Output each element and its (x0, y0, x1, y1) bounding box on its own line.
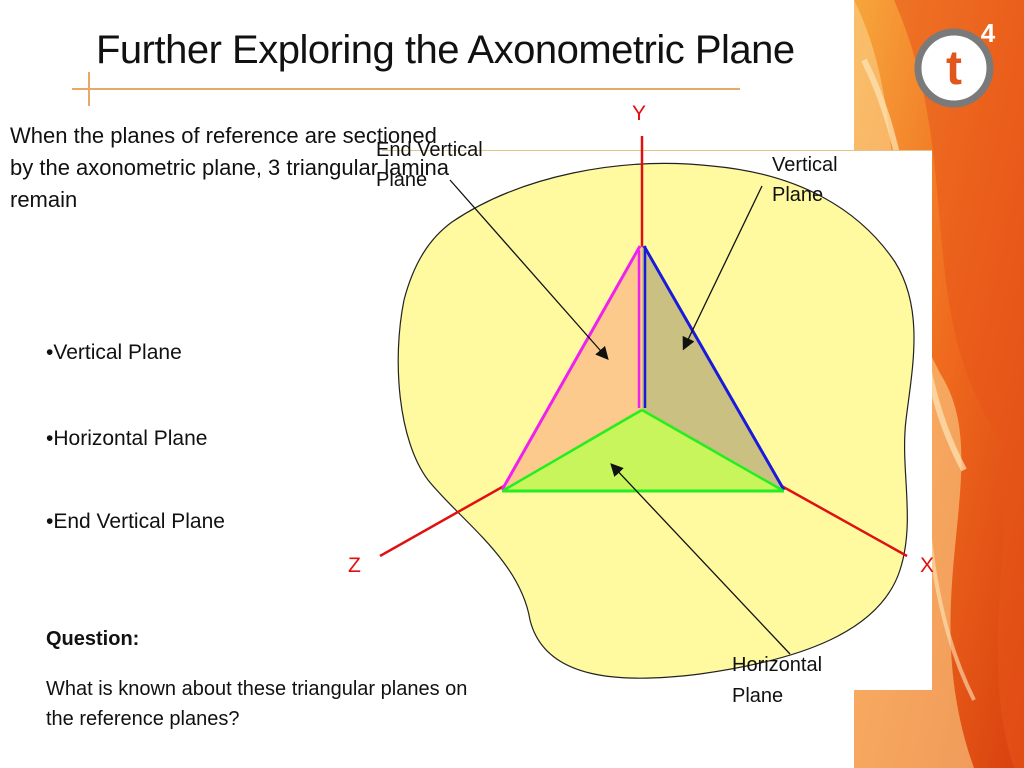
svg-text:t: t (946, 42, 962, 95)
title-rule (72, 88, 740, 90)
vertical-edge (642, 245, 786, 491)
horizontal-label-line1: Horizontal (732, 654, 822, 676)
vertical-label-line2: Plane (772, 184, 823, 206)
horizontal-left-edge (503, 408, 643, 492)
end-vertical-edge (500, 245, 642, 491)
horizontal-plane-triangle (502, 408, 784, 490)
bullet-end-vertical-plane: •End Vertical Plane (46, 510, 225, 533)
t4-logo: t 4 (914, 18, 996, 108)
svg-text:4: 4 (981, 18, 996, 48)
title-tick (88, 72, 90, 106)
y-axis-label: Y (632, 102, 646, 125)
page-title: Further Exploring the Axonometric Plane (96, 28, 795, 72)
question-heading: Question: (46, 628, 140, 650)
bullet-vertical-plane: •Vertical Plane (46, 341, 182, 364)
end-vertical-label-line2: Plane (376, 169, 427, 191)
x-axis-label: X (920, 554, 934, 577)
bullet-horizontal-plane: •Horizontal Plane (46, 427, 208, 450)
horizontal-pointer-arrow (610, 463, 791, 655)
vertical-pointer-arrow (682, 185, 763, 351)
end-vertical-label-line1: End Vertical (376, 139, 483, 161)
z-axis-label: Z (348, 554, 361, 577)
diagram-panel-top-line (382, 150, 932, 151)
question-text: What is known about these triangular pla… (46, 678, 468, 730)
vertical-label-line1: Vertical (772, 154, 838, 176)
horizontal-right-edge (641, 408, 783, 492)
intro-text: When the planes of reference are section… (10, 123, 450, 212)
horizontal-label-line2: Plane (732, 685, 783, 707)
end-vertical-pointer-arrow (449, 179, 609, 360)
